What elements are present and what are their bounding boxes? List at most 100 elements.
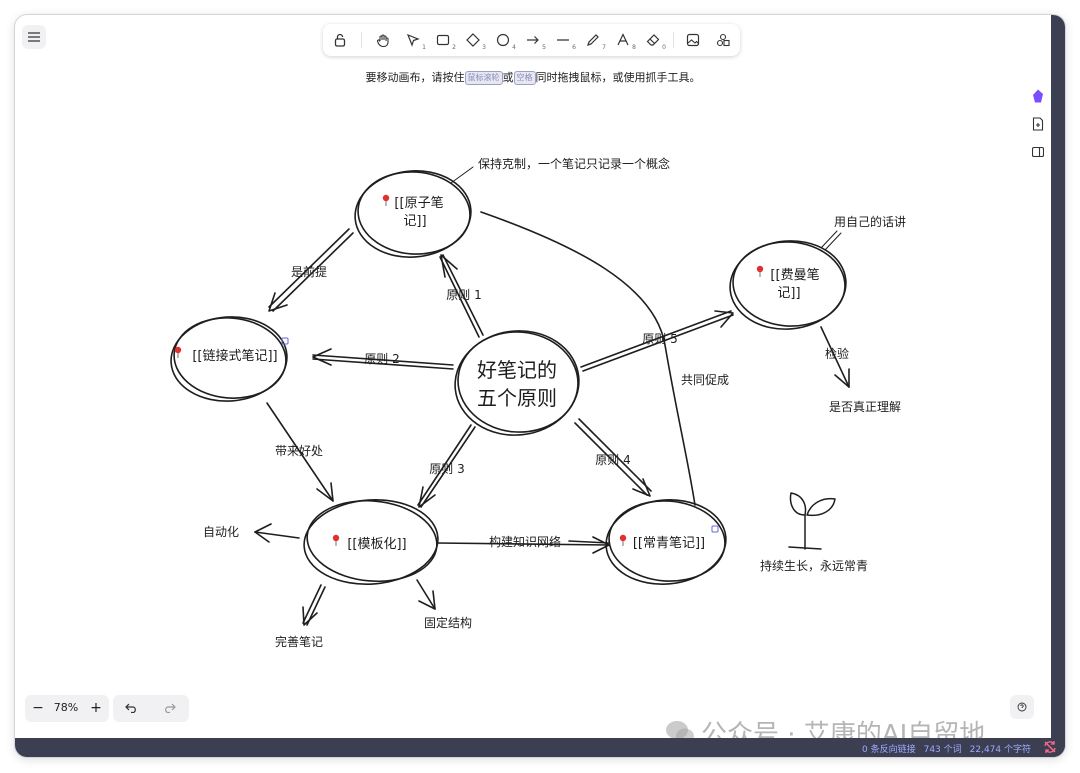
label-premise: 是前提 <box>291 264 327 279</box>
arrow-principle3 <box>417 424 476 508</box>
template-ellipse <box>303 499 439 585</box>
char-count: 22,474 个字符 <box>969 745 1031 755</box>
diamond-tool[interactable]: 3 <box>461 28 486 52</box>
arrow-benefit <box>266 402 334 502</box>
zoom-out-button[interactable]: − <box>32 700 44 716</box>
label-atomic-note: 保持克制，一个笔记只记录一个概念 <box>478 156 670 171</box>
word-count: 743 个词 <box>923 745 962 755</box>
redo-icon <box>164 703 176 713</box>
zoom-level[interactable]: 78% <box>53 701 79 714</box>
undo-button[interactable] <box>119 698 143 718</box>
help-button[interactable] <box>1010 695 1034 719</box>
status-bar: 0 条反向链接 743 个词 22,474 个字符 <box>15 738 1065 757</box>
label-grow: 持续生长，永远常青 <box>760 558 868 573</box>
file-plus-icon <box>1032 117 1044 131</box>
atomic-ellipse <box>354 170 472 258</box>
label-build: 构建知识网络 <box>489 534 561 549</box>
history-controls <box>113 695 189 722</box>
arrow-principle1 <box>439 254 484 338</box>
arrow-principle2 <box>312 348 454 370</box>
center-title-line1: 好笔记的 <box>477 358 557 382</box>
feynman-title-line1: [[费曼笔 <box>770 267 819 283</box>
linked-note-title: [[链接式笔记]] <box>192 348 277 364</box>
image-icon <box>686 33 700 47</box>
promote-curve <box>480 211 696 506</box>
hamburger-icon <box>28 32 40 42</box>
arrow-build <box>436 536 610 554</box>
atomic-note-title-line1: [[原子笔 <box>394 195 443 211</box>
feynman-ellipse <box>729 240 847 330</box>
select-icon <box>406 33 420 47</box>
sync-icon[interactable] <box>1043 740 1057 754</box>
zoom-controls: − 78% + <box>25 695 109 722</box>
shapes-library-tool[interactable] <box>711 28 735 52</box>
new-file-button[interactable] <box>1027 113 1049 135</box>
shapes-library-icon <box>716 33 730 47</box>
evergreen-title: [[常青笔记]] <box>633 535 705 551</box>
diamond-icon <box>466 33 480 47</box>
arrow-tool[interactable]: 5 <box>521 28 546 52</box>
arrow-fixed <box>416 579 436 610</box>
label-principle2: 原则 2 <box>364 352 399 366</box>
select-tool[interactable]: 1 <box>401 28 426 52</box>
label-benefit: 带来好处 <box>275 444 323 458</box>
rectangle-tool[interactable]: 2 <box>431 28 456 52</box>
pin-icon <box>332 534 340 547</box>
lock-tool[interactable] <box>328 28 352 52</box>
lock-icon <box>334 33 346 47</box>
text-icon <box>617 33 629 46</box>
obsidian-button[interactable] <box>1027 85 1049 107</box>
sidebar-icon <box>1032 146 1044 158</box>
eraser-tool[interactable]: 0 <box>641 28 666 52</box>
pin-icon <box>382 194 390 207</box>
right-sidebar-buttons <box>1027 85 1049 169</box>
feynman-leader <box>820 230 838 249</box>
arrow-principle4 <box>574 418 652 497</box>
hand-tool[interactable] <box>371 28 395 52</box>
label-fixed: 固定结构 <box>424 615 472 630</box>
help-icon <box>1017 702 1027 712</box>
obsidian-icon <box>1033 89 1043 103</box>
rectangle-icon <box>436 34 450 46</box>
image-tool[interactable] <box>681 28 705 52</box>
text-tool[interactable]: 8 <box>611 28 636 52</box>
hand-icon <box>376 34 389 47</box>
line-icon <box>557 39 569 41</box>
ellipse-tool[interactable]: 4 <box>491 28 516 52</box>
sidebar-toggle-button[interactable] <box>1027 141 1049 163</box>
pin-icon <box>619 534 627 547</box>
arrow-check <box>820 326 850 388</box>
arrow-automation <box>254 523 300 543</box>
redo-button[interactable] <box>157 698 181 718</box>
arrow-premise <box>268 228 354 312</box>
label-principle1: 原则 1 <box>446 288 481 302</box>
pin-icon <box>756 265 764 278</box>
atomic-leader <box>450 166 474 184</box>
app-window: 好笔记的 五个原则 [[原子笔 记]] [[链接式笔记]] [[模板化]] [[… <box>15 15 1065 757</box>
label-own-words: 用自己的话讲 <box>834 214 906 229</box>
plant-drawing <box>788 492 836 550</box>
vertical-scrollbar[interactable] <box>1051 15 1065 757</box>
pencil-icon <box>587 34 599 46</box>
label-principle5: 原则 5 <box>642 332 677 346</box>
label-principle4: 原则 4 <box>595 453 630 467</box>
center-ellipse <box>454 330 580 436</box>
drawing-canvas[interactable]: 好笔记的 五个原则 [[原子笔 记]] [[链接式笔记]] [[模板化]] [[… <box>15 15 1065 757</box>
label-understand: 是否真正理解 <box>829 400 901 414</box>
label-check: 检验 <box>825 346 849 361</box>
line-tool[interactable]: 6 <box>551 28 576 52</box>
mouse-wheel-key: 鼠标滚轮 <box>464 71 503 85</box>
space-key: 空格 <box>513 71 536 85</box>
eraser-icon <box>646 34 660 46</box>
pin-icon <box>174 346 182 359</box>
label-promote: 共同促成 <box>681 373 729 387</box>
arrow-principle5 <box>580 310 734 372</box>
backlinks-count[interactable]: 0 条反向链接 <box>862 745 916 755</box>
label-automation: 自动化 <box>203 525 239 539</box>
feynman-title-line2: 记]] <box>777 286 800 301</box>
pencil-tool[interactable]: 7 <box>581 28 606 52</box>
main-menu-button[interactable] <box>22 25 46 49</box>
toolbar: 1 2 3 4 5 6 7 8 <box>323 24 740 56</box>
undo-icon <box>124 703 136 713</box>
zoom-in-button[interactable]: + <box>90 700 102 716</box>
